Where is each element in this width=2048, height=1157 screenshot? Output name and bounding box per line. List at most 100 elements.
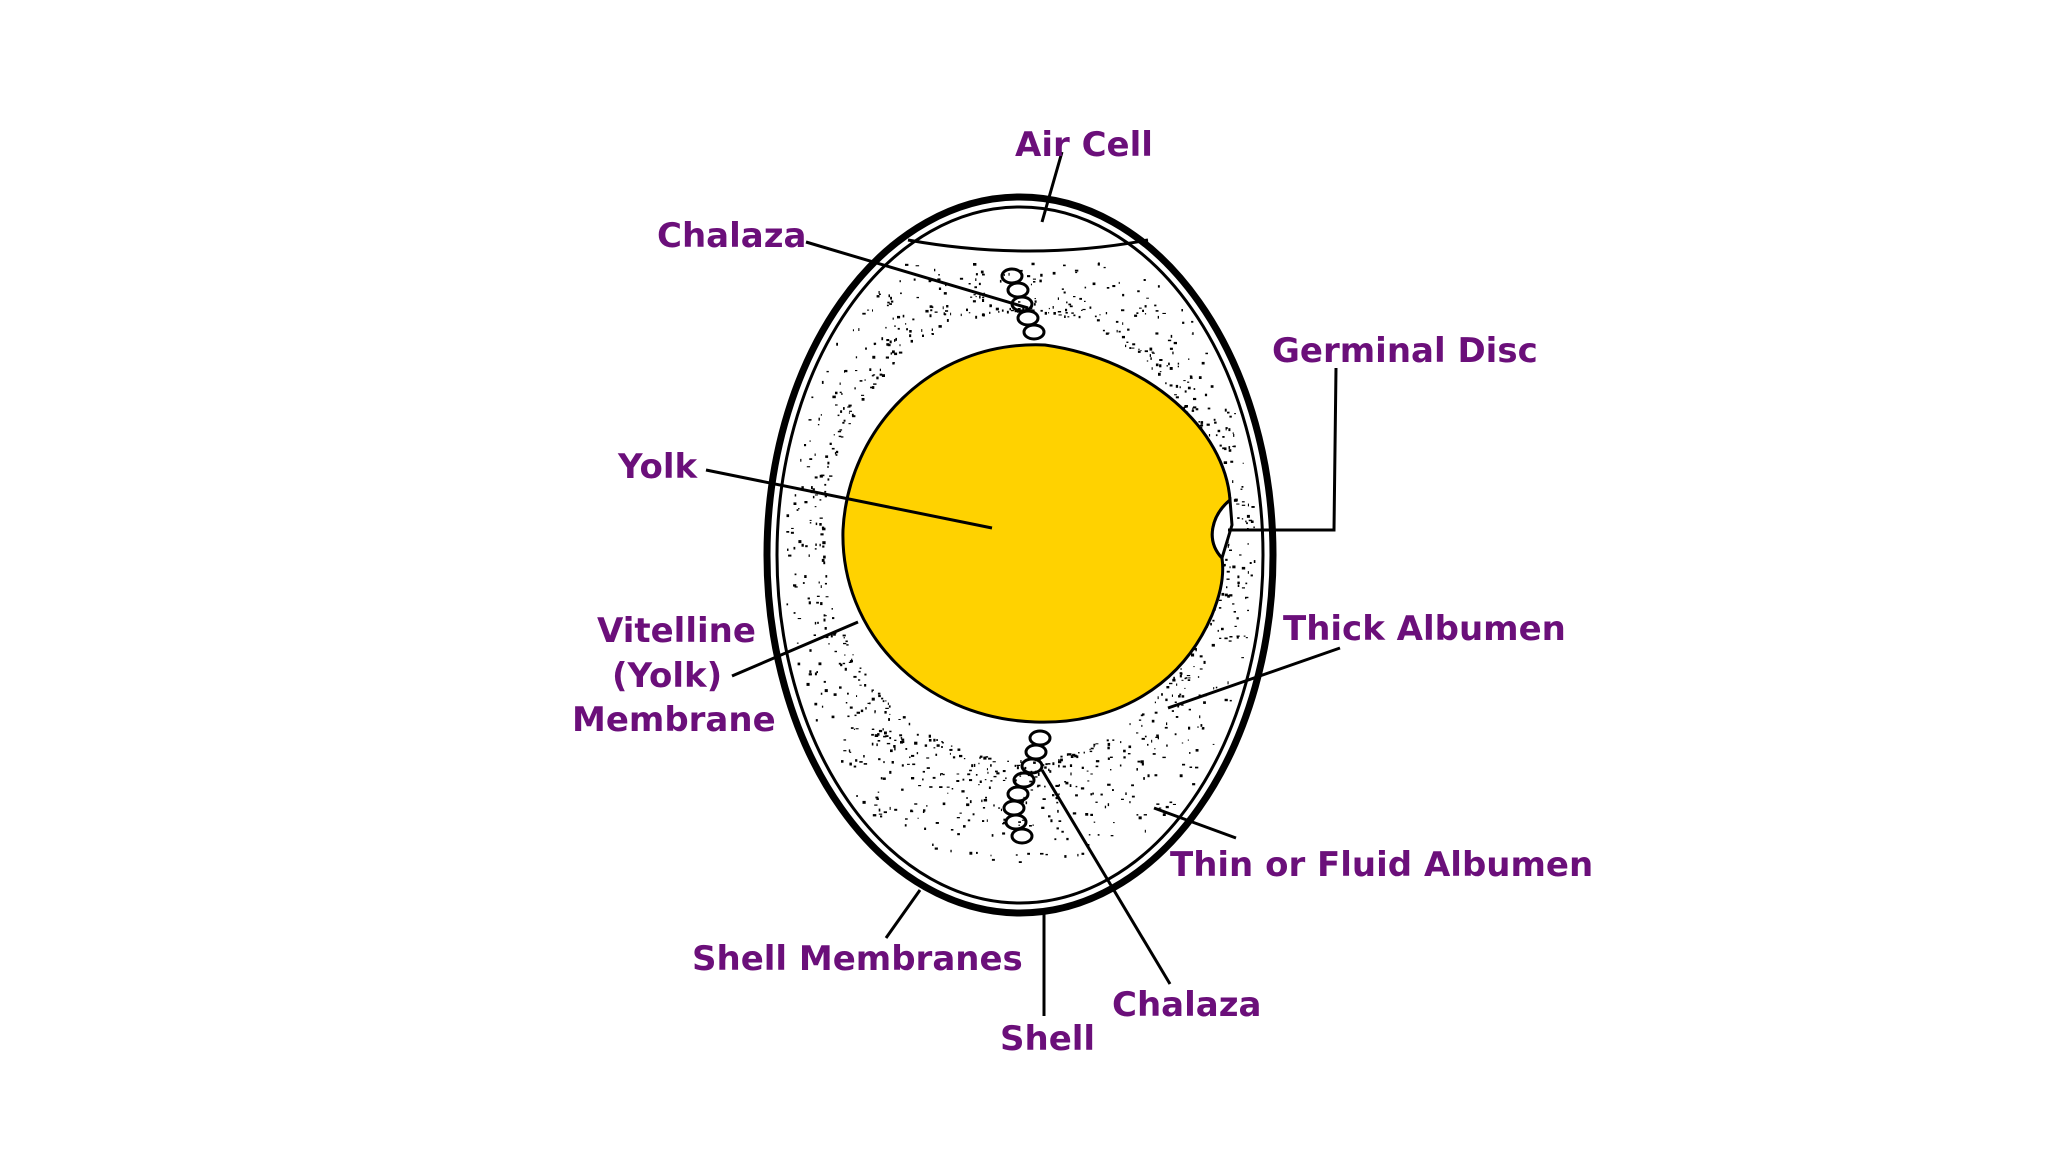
albumen-speck bbox=[909, 330, 912, 333]
albumen-speck bbox=[973, 263, 977, 266]
albumen-speck bbox=[1247, 503, 1249, 507]
albumen-speck bbox=[1184, 390, 1187, 393]
albumen-speck bbox=[814, 672, 817, 676]
albumen-speck bbox=[834, 650, 837, 653]
albumen-speck bbox=[1058, 793, 1060, 796]
albumen-speck bbox=[909, 756, 911, 759]
albumen-speck bbox=[990, 304, 992, 307]
albumen-speck bbox=[800, 458, 802, 462]
albumen-speck bbox=[979, 755, 983, 758]
albumen-speck bbox=[852, 329, 854, 332]
albumen-speck bbox=[1192, 783, 1196, 786]
albumen-speck bbox=[1185, 677, 1188, 679]
albumen-speck bbox=[899, 280, 901, 283]
albumen-speck bbox=[814, 621, 817, 625]
albumen-speck bbox=[859, 667, 862, 669]
albumen-speck bbox=[893, 745, 896, 748]
albumen-speck bbox=[1229, 549, 1232, 551]
albumen-speck bbox=[1132, 343, 1136, 346]
albumen-speck bbox=[848, 749, 851, 752]
albumen-speck bbox=[1065, 781, 1069, 785]
albumen-speck bbox=[950, 748, 953, 751]
albumen-speck bbox=[1195, 648, 1197, 652]
albumen-speck bbox=[1175, 716, 1179, 718]
albumen-speck bbox=[1158, 807, 1162, 809]
albumen-speck bbox=[1029, 780, 1033, 783]
albumen-speck bbox=[1236, 635, 1240, 637]
albumen-speck bbox=[1000, 808, 1002, 812]
albumen-speck bbox=[1171, 710, 1174, 712]
albumen-speck bbox=[969, 769, 972, 772]
chalaza-top-coil bbox=[1000, 267, 1046, 341]
albumen-speck bbox=[1229, 449, 1230, 452]
albumen-speck bbox=[1104, 805, 1107, 809]
albumen-speck bbox=[1181, 679, 1184, 681]
albumen-speck bbox=[1199, 655, 1203, 658]
albumen-speck bbox=[839, 429, 843, 431]
albumen-speck bbox=[911, 777, 915, 780]
leader-germinal-disc bbox=[1228, 367, 1338, 532]
albumen-speck bbox=[914, 803, 918, 805]
albumen-speck bbox=[855, 759, 858, 762]
albumen-speck bbox=[1120, 741, 1122, 744]
albumen-speck bbox=[1105, 332, 1109, 335]
albumen-speck bbox=[1045, 763, 1048, 766]
albumen-speck bbox=[872, 814, 877, 817]
albumen-speck bbox=[1181, 704, 1184, 706]
albumen-speck bbox=[1174, 701, 1177, 703]
albumen-speck bbox=[1122, 293, 1125, 297]
albumen-speck bbox=[816, 671, 818, 674]
albumen-speck bbox=[1058, 820, 1062, 822]
albumen-speck bbox=[1074, 754, 1077, 758]
albumen-speck bbox=[865, 707, 867, 710]
albumen-speck bbox=[908, 722, 911, 726]
albumen-speck bbox=[807, 597, 810, 600]
albumen-speck bbox=[1048, 815, 1051, 818]
albumen-speck bbox=[1093, 821, 1096, 823]
albumen-speck bbox=[905, 323, 907, 325]
albumen-speck bbox=[1140, 714, 1144, 717]
albumen-speck bbox=[889, 730, 892, 733]
albumen-speck bbox=[902, 716, 906, 719]
albumen-speck bbox=[969, 800, 972, 804]
albumen-speck bbox=[928, 280, 931, 283]
albumen-speck bbox=[905, 263, 909, 266]
albumen-speck bbox=[871, 697, 875, 701]
albumen-speck bbox=[1081, 852, 1085, 855]
albumen-speck bbox=[1063, 264, 1066, 267]
albumen-speck bbox=[890, 300, 894, 303]
albumen-speck bbox=[1154, 304, 1157, 307]
albumen-speck bbox=[1202, 727, 1205, 729]
label-air-cell: Air Cell bbox=[1015, 125, 1153, 165]
albumen-speck bbox=[883, 735, 887, 738]
albumen-speck bbox=[825, 575, 828, 578]
albumen-speck bbox=[1137, 760, 1141, 763]
albumen-speck bbox=[1112, 739, 1115, 741]
albumen-speck bbox=[827, 478, 830, 481]
albumen-speck bbox=[1109, 756, 1113, 758]
albumen-speck bbox=[1199, 424, 1204, 427]
albumen-speck bbox=[1107, 803, 1110, 807]
albumen-speck bbox=[1157, 315, 1159, 319]
albumen-speck bbox=[871, 689, 874, 691]
albumen-speck bbox=[833, 434, 835, 436]
albumen-speck bbox=[912, 763, 916, 766]
albumen-speck bbox=[1219, 637, 1222, 639]
albumen-speck bbox=[872, 728, 874, 730]
albumen-speck bbox=[1193, 666, 1195, 668]
albumen-speck bbox=[1065, 312, 1068, 314]
albumen-speck bbox=[1229, 699, 1232, 702]
albumen-speck bbox=[847, 406, 851, 408]
albumen-speck bbox=[979, 780, 982, 783]
albumen-speck bbox=[932, 776, 936, 779]
albumen-speck bbox=[1016, 764, 1021, 766]
albumen-speck bbox=[957, 833, 960, 836]
albumen-speck bbox=[1200, 724, 1203, 727]
albumen-speck bbox=[1151, 367, 1153, 370]
albumen-speck bbox=[872, 374, 876, 376]
albumen-speck bbox=[986, 819, 988, 822]
albumen-speck bbox=[1232, 565, 1236, 569]
albumen-speck bbox=[1189, 752, 1191, 754]
albumen-speck bbox=[968, 283, 971, 285]
albumen-speck bbox=[877, 692, 881, 695]
